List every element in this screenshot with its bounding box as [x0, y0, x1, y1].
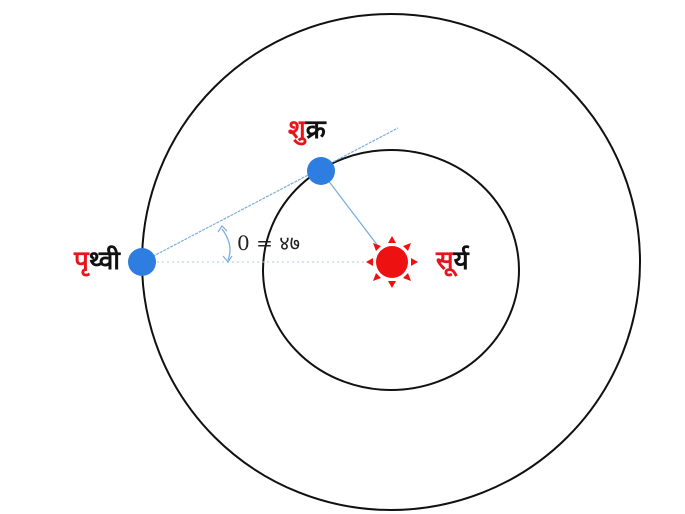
- earth-venus-sight-line: [141, 127, 399, 263]
- venus-planet: [307, 157, 335, 185]
- venus-label-first: शु: [288, 115, 306, 145]
- venus-orbit: [262, 149, 520, 391]
- sun-icon: [366, 236, 418, 288]
- angle-arrow-head-top: [217, 225, 228, 233]
- sun-label-first: सू: [436, 246, 454, 276]
- sun-label: सूर्य: [436, 248, 469, 274]
- angle-label: 0 = ४७: [237, 231, 300, 255]
- earth-label: पृथ्वी: [74, 248, 120, 274]
- earth-planet: [128, 248, 156, 276]
- sun-label-rest: र्य: [453, 246, 469, 276]
- venus-label: शुक्र: [288, 117, 326, 143]
- venus-label-rest: क्र: [305, 115, 326, 145]
- earth-label-rest: थ्वी: [88, 246, 121, 276]
- angle-arc: [221, 228, 231, 261]
- venus-sun-line: [320, 170, 379, 247]
- earth-label-first: पृ: [74, 246, 89, 276]
- angle-arrow-head-bottom: [222, 255, 233, 264]
